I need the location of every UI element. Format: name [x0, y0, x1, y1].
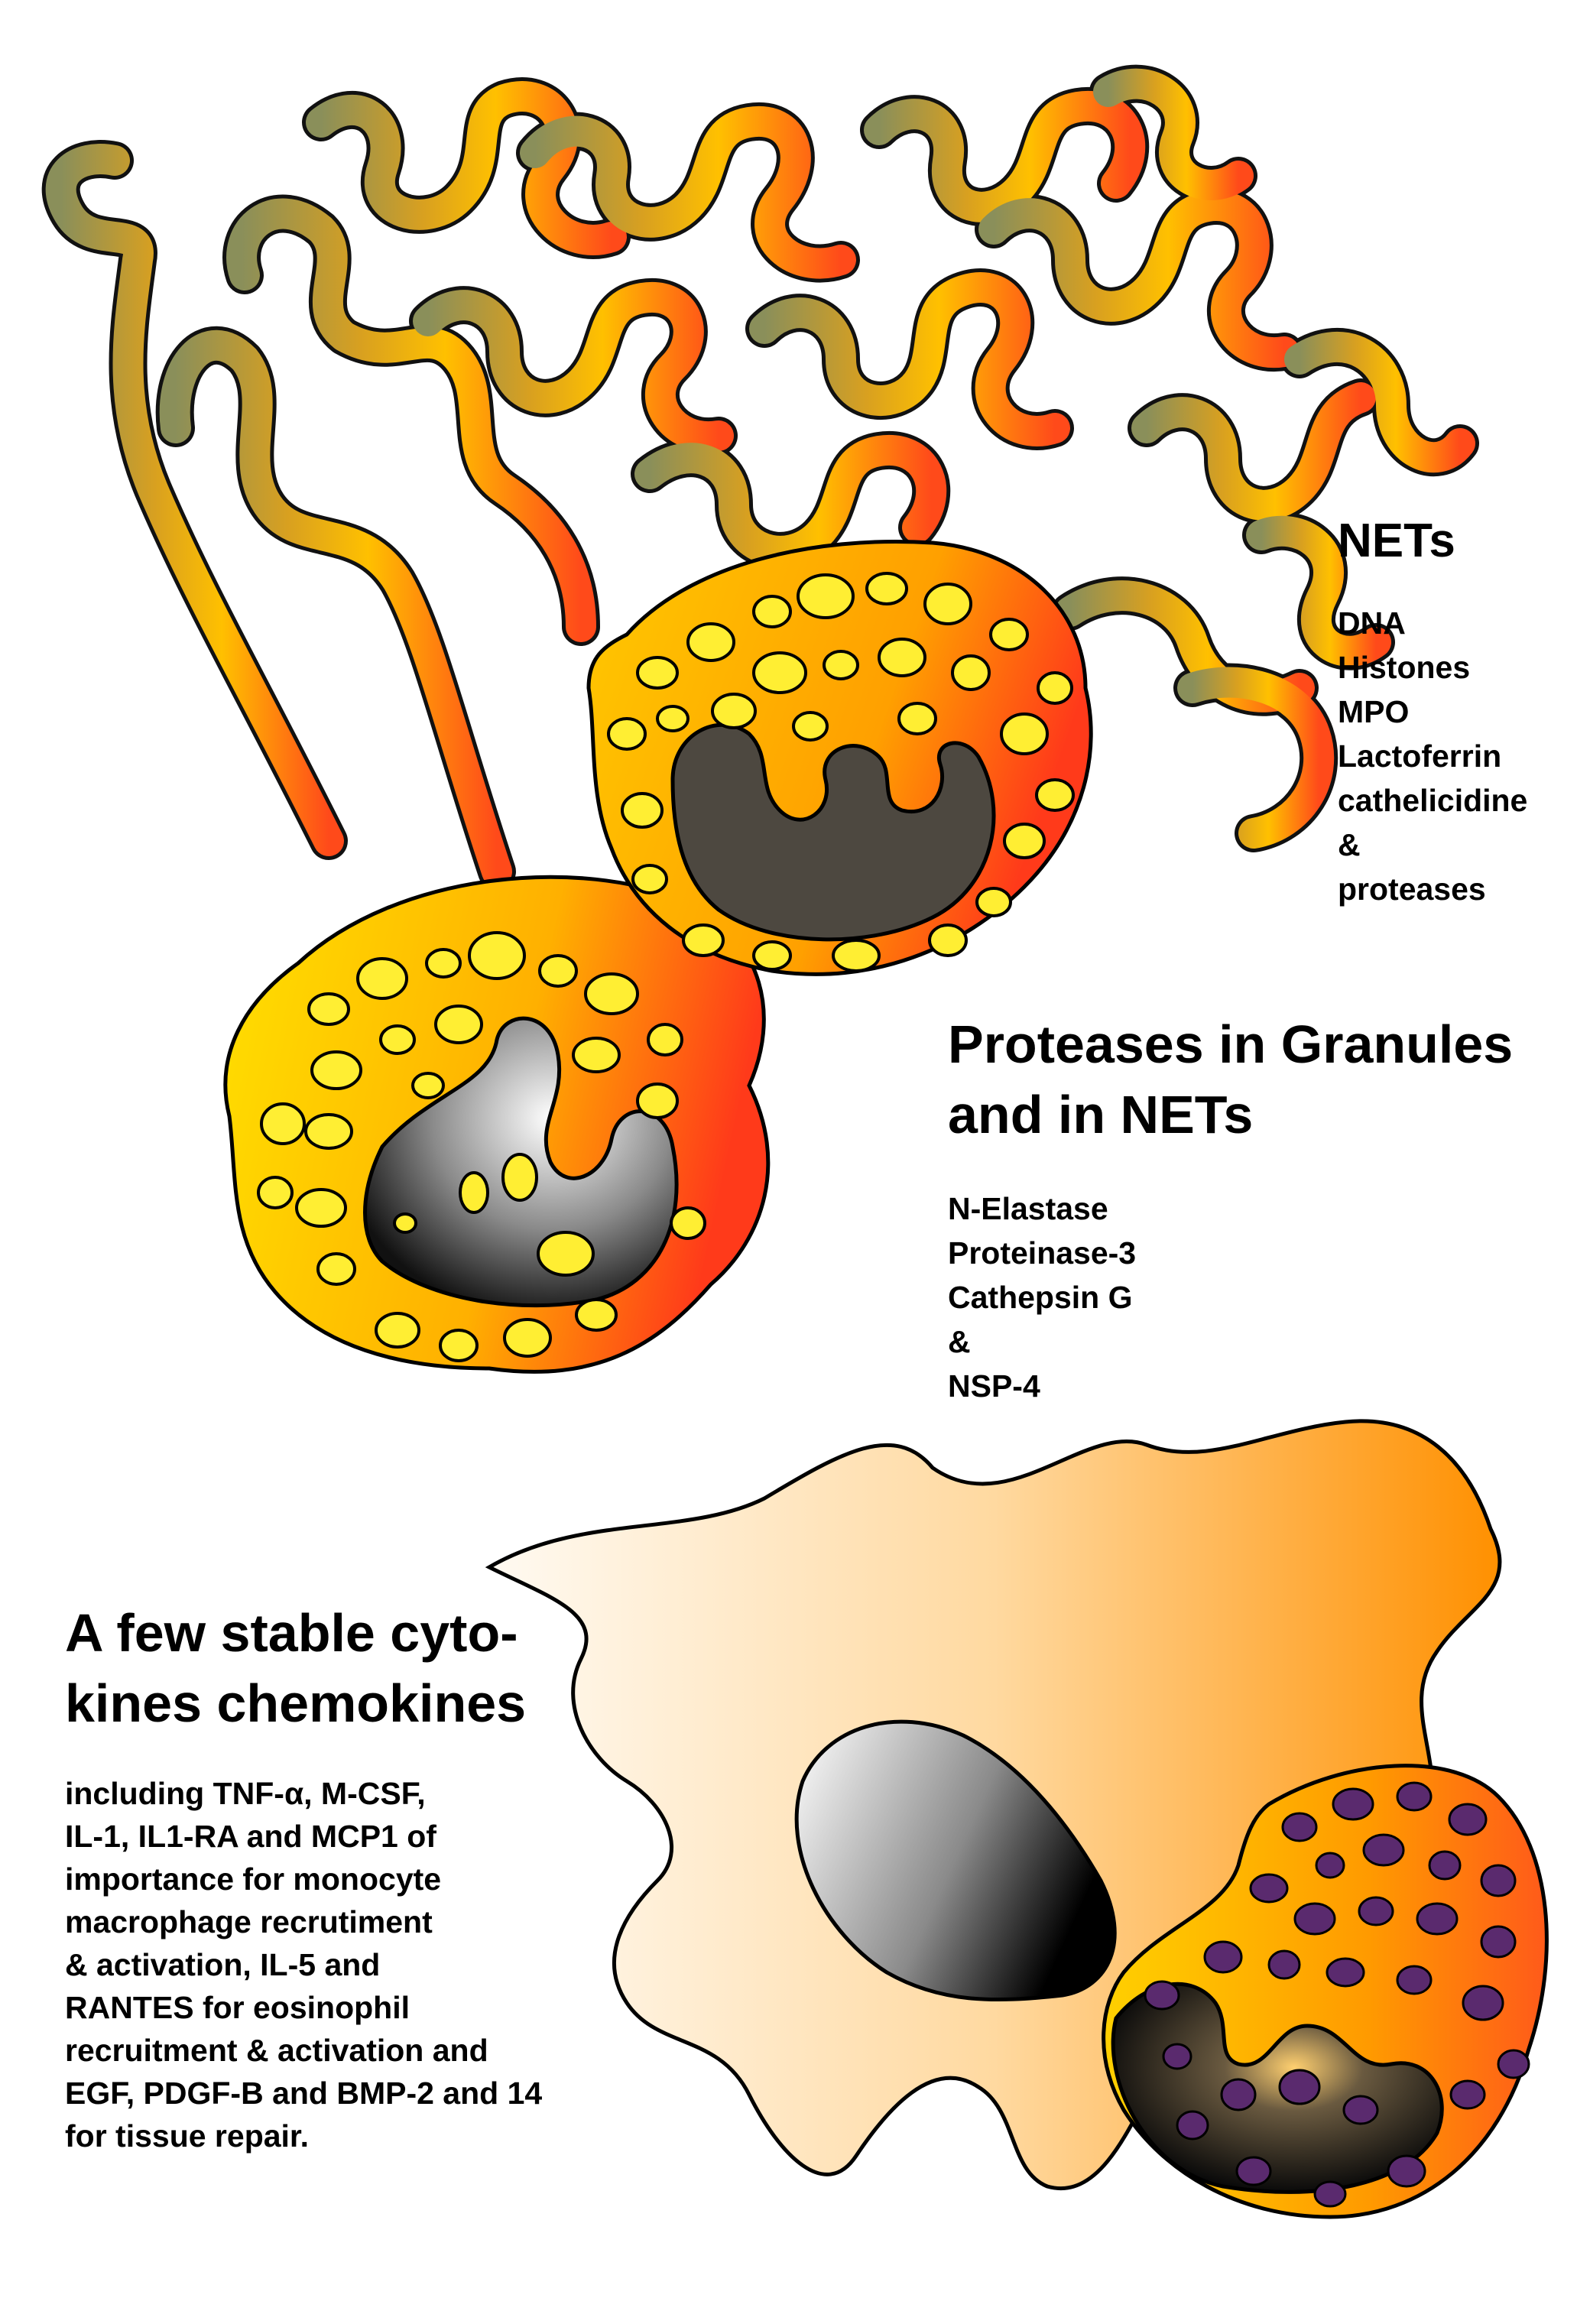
protease-item: Cathepsin G: [948, 1280, 1133, 1315]
cytokine-line: macrophage recrutiment: [65, 1904, 433, 1939]
net-fibres: [41, 64, 1479, 891]
cytokine-line: importance for monocyte: [65, 1861, 442, 1897]
nets-components-list: DNA Histones MPO Lactoferrin cathelicidi…: [1338, 601, 1527, 911]
cytokine-description: including TNF-α, M-CSF, IL-1, IL1-RA and…: [65, 1772, 542, 2157]
cytokine-title-line2: kines chemokines: [65, 1673, 527, 1733]
nets-component: cathelicidine: [1338, 783, 1528, 818]
cytokine-line: EGF, PDGF-B and BMP-2 and 14: [65, 2076, 543, 2111]
cytokine-line: recruitment & activation and: [65, 2033, 488, 2068]
nets-component: Lactoferrin: [1338, 738, 1502, 774]
cytokine-line: IL-1, IL1-RA and MCP1 of: [65, 1819, 436, 1854]
protease-title-line1: Proteases in Granules: [948, 1014, 1514, 1074]
protease-title-line2: and in NETs: [948, 1085, 1254, 1144]
nets-component: Histones: [1338, 650, 1471, 685]
nets-component: MPO: [1338, 694, 1410, 729]
eosinophil-nucleus: [1111, 1982, 1444, 2194]
macrophage-nucleus: [794, 1719, 1117, 2002]
neutrophil-lower: [223, 875, 771, 1374]
neutrophil-upper: [586, 540, 1093, 976]
cytokine-line: for tissue repair.: [65, 2118, 310, 2154]
protease-item: NSP-4: [948, 1368, 1040, 1404]
protease-list: N-Elastase Proteinase-3 Cathepsin G & NS…: [948, 1186, 1513, 1408]
nets-component: proteases: [1338, 872, 1486, 907]
macrophage: [485, 1419, 1502, 2190]
protease-item: &: [948, 1324, 971, 1359]
eosinophil: [1102, 1764, 1549, 2219]
nets-title: NETs: [1338, 514, 1455, 567]
protease-item: Proteinase-3: [948, 1235, 1137, 1271]
protease-item: N-Elastase: [948, 1191, 1108, 1226]
cytokine-line: including TNF-α, M-CSF,: [65, 1776, 426, 1811]
protease-panel: Proteases in Granules and in NETs N-Elas…: [948, 1009, 1513, 1408]
nets-component: &: [1338, 827, 1361, 862]
cytokine-line: RANTES for eosinophil: [65, 1990, 410, 2025]
cytokine-line: & activation, IL-5 and: [65, 1947, 381, 1982]
cytokine-panel: A few stable cyto- kines chemokines incl…: [65, 1598, 542, 2157]
nets-component: DNA: [1338, 605, 1406, 641]
cytokine-title-line1: A few stable cyto-: [65, 1603, 518, 1663]
nucleus-upper: [670, 722, 996, 942]
nets-panel: NETs DNA Histones MPO Lactoferrin cathel…: [1338, 512, 1527, 911]
